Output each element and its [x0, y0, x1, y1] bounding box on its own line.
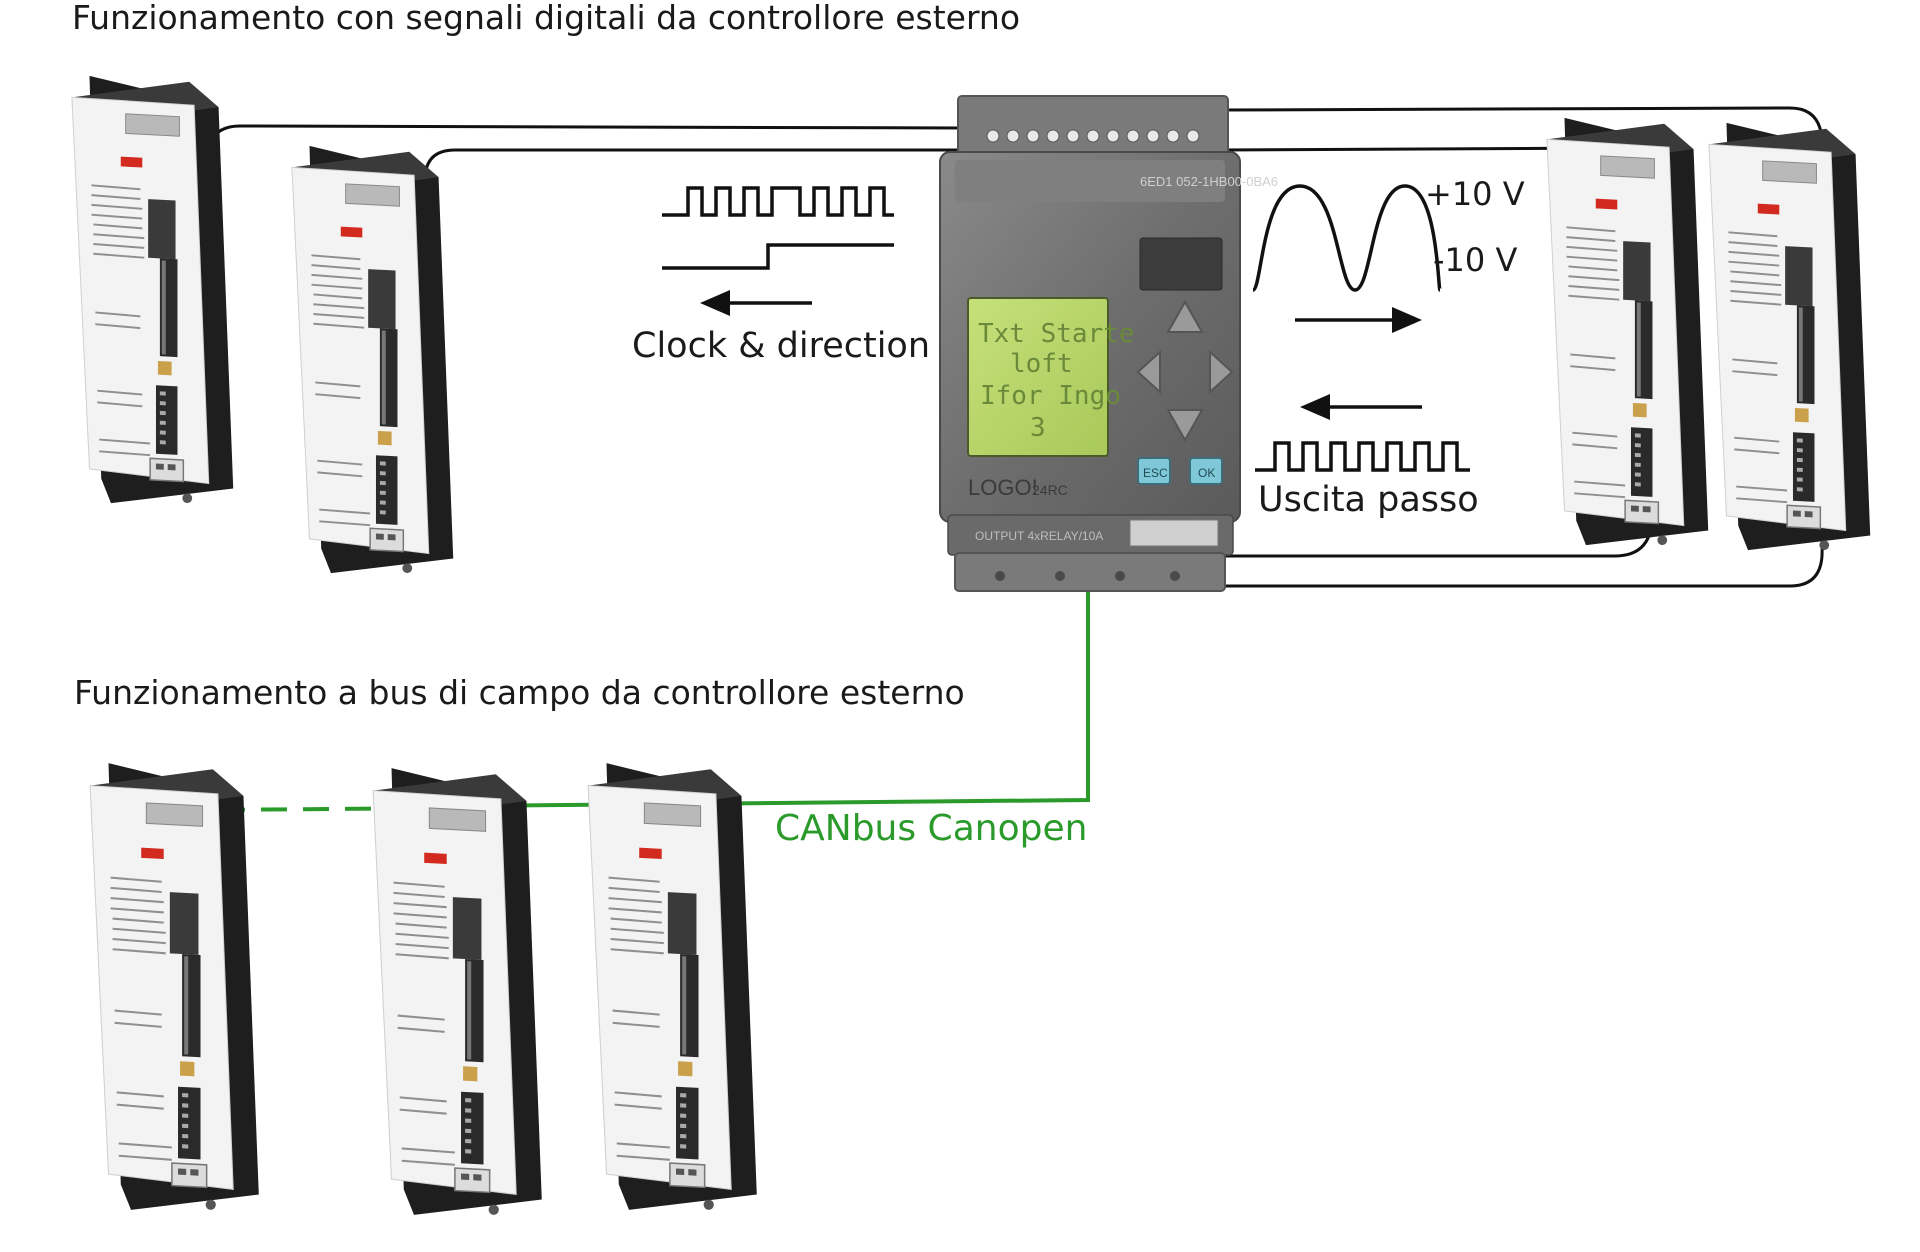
clock-pulse-wave: [662, 186, 894, 217]
drive-top-right-1: [1545, 116, 1710, 547]
drive-bottom-1: [88, 762, 260, 1212]
arrow-right-icon: [1392, 307, 1422, 333]
drive-top-left-1: [70, 74, 235, 505]
plc-lcd-screen: [967, 297, 1109, 457]
plc-lcd-line-1: Txt Starte: [978, 319, 1135, 349]
clock-direction-label: Clock & direction: [632, 326, 931, 366]
plc-key-up-icon[interactable]: [1166, 299, 1204, 333]
plc-ok-button[interactable]: [1189, 457, 1223, 485]
plc-lcd-line-2: loft: [1010, 349, 1073, 379]
plc-ok-label: OK: [1198, 466, 1215, 480]
plc-key-down-icon[interactable]: [1166, 409, 1204, 443]
plc-key-left-icon[interactable]: [1136, 349, 1161, 395]
arrow-left-lower-icon: [1300, 394, 1330, 420]
plc-esc-button[interactable]: [1137, 457, 1171, 485]
plc-top-marking: 6ED1 052-1HB00-0BA6: [1140, 174, 1278, 189]
section-title-digital: Funzionamento con segnali digitali da co…: [72, 0, 1021, 37]
plc-output-label: OUTPUT 4xRELAY/10A: [975, 529, 1103, 543]
signal-waveforms: [662, 184, 1470, 472]
plc-esc-label: ESC: [1143, 466, 1168, 480]
step-output-pulse-wave: [1255, 441, 1470, 472]
section-title-bus: Funzionamento a bus di campo da controll…: [74, 673, 965, 712]
plus-voltage-label: +10 V: [1425, 175, 1525, 213]
drive-bottom-3: [586, 762, 758, 1212]
minus-voltage-label: -10 V: [1433, 241, 1518, 279]
step-output-label: Uscita passo: [1258, 480, 1479, 520]
plc-lcd-line-3: Ifor Ingo: [980, 381, 1121, 411]
wire-right-drive-2-bottom: [1210, 379, 1828, 588]
drive-top-right-2: [1707, 121, 1872, 552]
drive-bottom-2: [371, 767, 543, 1217]
arrow-left-icon: [700, 290, 730, 316]
plc-key-right-icon[interactable]: [1209, 349, 1234, 395]
plc-lcd-line-4: 3: [1030, 413, 1046, 443]
drive-top-left-2: [290, 144, 455, 575]
canbus-label: CANbus Canopen: [775, 808, 1088, 849]
arrowheads: [700, 290, 1422, 420]
plc-brand: LOGO!: [968, 475, 1038, 500]
wire-left-drive-2: [423, 148, 960, 320]
plc-model: 24RC: [1032, 482, 1068, 498]
plc-controller: 6ED1 052-1HB00-0BA6 Txt Starte loft Ifor…: [939, 95, 1278, 592]
analog-sine-wave: [1251, 184, 1442, 292]
direction-step-wave: [662, 243, 894, 270]
